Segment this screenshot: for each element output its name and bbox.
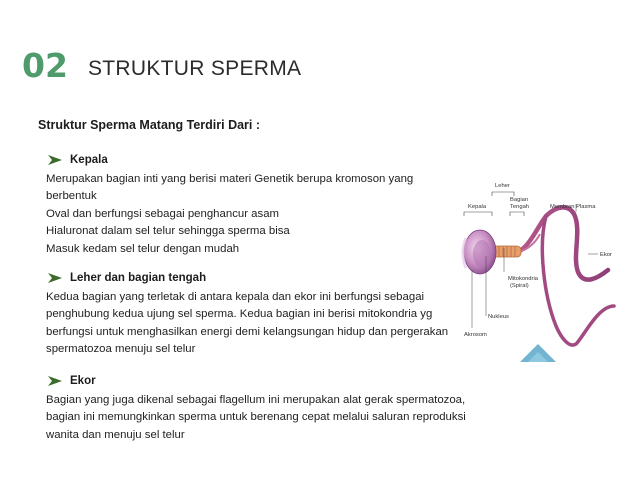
- sperm-tail: [515, 205, 611, 282]
- section-kepala: Kepala Merupakan bagian inti yang berisi…: [46, 152, 466, 258]
- section-title: Kepala: [70, 154, 108, 166]
- section-body: Kedua bagian yang terletak di antara kep…: [46, 291, 449, 356]
- label-nukleus: Nukleus: [488, 314, 509, 320]
- slide-number: 02: [22, 46, 68, 85]
- bullet-arrow-icon: [48, 376, 62, 386]
- section-body: Bagian yang juga dikenal sebagai flagell…: [46, 394, 466, 441]
- slide-title: STRUKTUR SPERMA: [88, 57, 302, 80]
- label-mitokondria-2: (Spiral): [510, 283, 529, 289]
- bullet-arrow-icon: [48, 273, 62, 283]
- slide-subtitle: Struktur Sperma Matang Terdiri Dari :: [38, 118, 261, 132]
- label-ekor: Ekor: [600, 252, 612, 258]
- section-title: Ekor: [70, 375, 96, 387]
- label-akrosom: Akrosom: [464, 332, 487, 338]
- label-bagian-tengah-2: Tengah: [510, 204, 529, 210]
- section-leher: Leher dan bagian tengah Kedua bagian yan…: [46, 270, 466, 359]
- label-kepala: Kepala: [468, 204, 487, 210]
- label-leher: Leher: [495, 183, 510, 189]
- section-ekor: Ekor Bagian yang juga dikenal sebagai fl…: [46, 373, 466, 444]
- sperma-diagram: Leher Kepala Bagian Tengah Membran Plasm…: [461, 183, 616, 362]
- section-body: Merupakan bagian inti yang berisi materi…: [46, 173, 414, 255]
- bullet-arrow-icon: [48, 155, 62, 165]
- section-title: Leher dan bagian tengah: [70, 272, 207, 284]
- label-membran-plasma: Membran Plasma: [550, 204, 596, 210]
- label-bagian-tengah: Bagian: [510, 197, 528, 203]
- label-mitokondria: Mitokondria: [508, 276, 539, 282]
